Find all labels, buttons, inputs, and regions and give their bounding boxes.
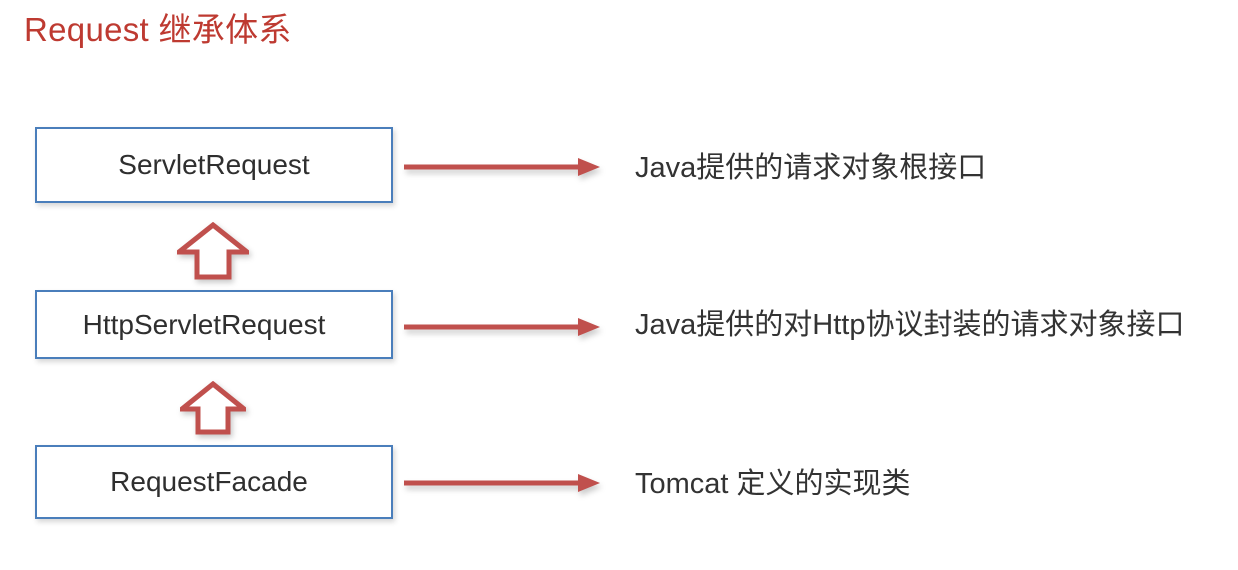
page-title: Request 继承体系 bbox=[24, 11, 292, 48]
class-box-label: ServletRequest bbox=[118, 149, 310, 180]
class-box-label: HttpServletRequest bbox=[82, 308, 326, 340]
description-request-facade: Tomcat 定义的实现类 bbox=[635, 468, 911, 500]
right-arrow-icon bbox=[404, 158, 600, 176]
hollow-up-arrow-icon bbox=[180, 381, 246, 435]
right-arrow-icon bbox=[404, 318, 600, 336]
description-servlet-request: Java提供的请求对象根接口 bbox=[635, 152, 987, 184]
class-box-request-facade[interactable]: RequestFacade bbox=[35, 445, 393, 519]
class-box-http-servlet-request[interactable]: HttpServletRequest bbox=[35, 290, 393, 359]
class-box-label: RequestFacade bbox=[110, 466, 308, 497]
right-arrow-icon bbox=[404, 474, 600, 492]
class-box-servlet-request[interactable]: ServletRequest bbox=[35, 127, 393, 203]
hollow-up-arrow-icon bbox=[177, 222, 249, 280]
description-http-servlet-request: Java提供的对Http协议封装的请求对象接口 bbox=[635, 309, 1185, 341]
